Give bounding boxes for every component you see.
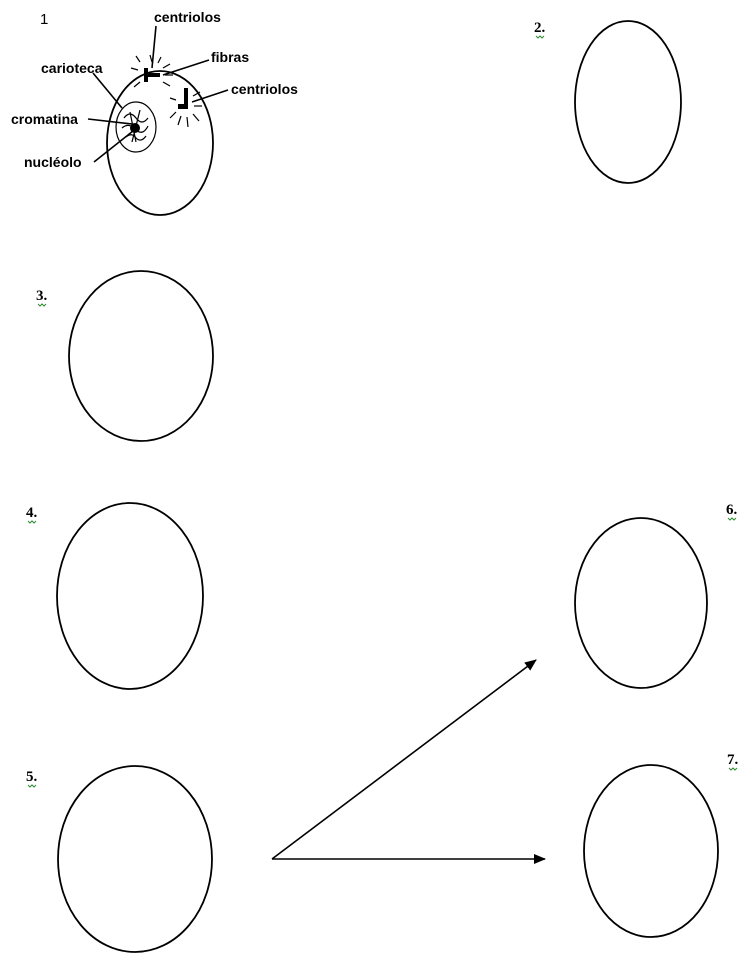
label-nucleolo: nucléolo [24, 154, 82, 170]
empty-cell-4 [57, 503, 203, 689]
empty-cell-6 [575, 518, 707, 688]
label-centriolos-right: centriolos [231, 81, 298, 97]
empty-cell-3 [69, 271, 213, 441]
empty-cell-7 [584, 765, 718, 937]
label-fibras: fibras [211, 49, 249, 65]
empty-cell-5 [58, 766, 212, 952]
stage-6: 6. [575, 502, 738, 688]
label-carioteca: carioteca [41, 60, 103, 76]
empty-cell-2 [575, 21, 681, 183]
label-cromatina: cromatina [11, 111, 78, 127]
cell-1-centriole-pair-right [170, 88, 202, 127]
stage-number-5: 5. [26, 769, 38, 785]
leader-nucleolo [94, 131, 133, 162]
stage-number-2: 2. [534, 20, 546, 36]
stage-number-3: 3. [36, 288, 48, 304]
cell-1-membrane [107, 71, 213, 215]
stage-number-7: 7. [727, 752, 739, 768]
stage-number-6: 6. [726, 502, 738, 518]
stage-number-1: 1 [40, 11, 48, 28]
leader-centriolos-top [152, 26, 156, 68]
stage-5: 5. [26, 766, 212, 952]
leader-carioteca [93, 73, 122, 108]
leader-fibras [163, 60, 209, 75]
label-centriolos-top: centriolos [154, 9, 221, 25]
stage-3: 3. [36, 271, 213, 441]
stage-7: 7. [584, 752, 739, 937]
cell-1-diagram: 1 [11, 9, 298, 215]
stage-4: 4. [26, 503, 203, 689]
stage-number-4: 4. [26, 505, 38, 521]
arrow-right-icon [272, 660, 536, 859]
stage-2: 2. [534, 20, 681, 183]
